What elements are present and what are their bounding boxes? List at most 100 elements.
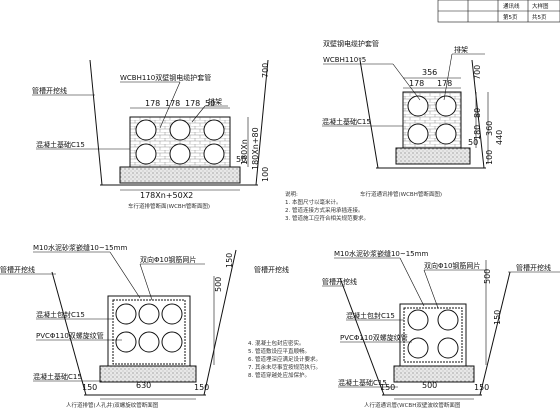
pipe-circle	[138, 331, 160, 353]
panel-bottom-right: 500 150 500 150 150 M10水泥砂浆嵌缝10~15mm 双向Φ…	[254, 249, 560, 409]
notes-line: 5. 管道敷设应平直顺畅。	[248, 347, 310, 355]
pipe-circle	[169, 119, 191, 141]
dim-label: 180Xn+80	[251, 127, 260, 170]
pipe-circle	[437, 337, 459, 359]
pipe-group	[407, 95, 457, 145]
pipe-group	[115, 303, 183, 353]
dim-label: 360	[485, 121, 494, 136]
pipe-circle	[138, 303, 160, 325]
label-mesh: 双向Φ10钢筋网片	[140, 255, 196, 264]
notes-line: 3. 管道施工应符合相关规范要求。	[285, 214, 369, 222]
title-block-cell: 通讯线	[503, 2, 520, 10]
label-concrete: 混凝土基础C15	[322, 117, 371, 126]
caption: 人行道排管(人孔井)双螺旋纹管断面图	[66, 401, 159, 409]
pipe-circle	[135, 119, 157, 141]
dim-label: 150	[380, 383, 395, 392]
label-trench-right: 管槽开挖线	[516, 263, 551, 272]
pipe-group	[407, 309, 459, 359]
label-trench: 管槽开挖线	[32, 86, 67, 95]
pipe-circle	[203, 143, 225, 165]
label-base: 混凝土基础C15	[338, 378, 387, 387]
pipe-circle	[435, 123, 457, 145]
label-base: 混凝土基础C15	[33, 372, 82, 381]
pipe-circle	[407, 123, 429, 145]
label-mesh: 双向Φ10钢筋网片	[424, 261, 480, 270]
label-pipe-spec: WCBH110*5	[323, 56, 366, 64]
label-pipe: 双壁钢电缆护套管	[323, 39, 379, 48]
pipe-circle	[161, 331, 183, 353]
notes: 说明: 1. 本图尺寸以毫米计。 2. 管道连接方式采用承插连接。 3. 管道施…	[248, 190, 369, 379]
dim-label: 80	[473, 108, 482, 118]
dim-label: 50	[236, 155, 246, 164]
label-mortar: M10水泥砂浆嵌缝10~15mm	[33, 243, 127, 252]
dim-label: 500	[422, 381, 437, 390]
caption: 车行道通讯排管(WCBH管断面图)	[360, 190, 442, 198]
pipe-circle	[169, 143, 191, 165]
pipe-circle	[407, 95, 429, 117]
label-trench-left: 管槽开挖线	[254, 265, 289, 274]
dim-label: 150	[82, 383, 97, 392]
dim-label: 50	[205, 99, 215, 108]
label-concrete: 混凝土基础C15	[36, 140, 85, 149]
pipe-circle	[115, 331, 137, 353]
dim-label: 356	[422, 68, 437, 77]
dim-label: 100	[485, 150, 494, 165]
title-block-cell: 第5页	[503, 13, 518, 21]
title-block-cell: 共5页	[532, 13, 547, 21]
dim-label: 700	[473, 65, 482, 80]
label-mortar: M10水泥砂浆嵌缝10~15mm	[334, 249, 428, 258]
panel-bottom-left: 500 150 630 150 150 M10水泥砂浆嵌缝10~15mm 双向Φ…	[0, 243, 237, 409]
dim-label: 178	[145, 99, 160, 108]
pipe-group	[135, 119, 225, 165]
caption: 车行道排管断面(WCBH管断面图)	[128, 202, 210, 210]
pipe-circle	[203, 119, 225, 141]
dim-label: 178	[437, 79, 452, 88]
dim-label: 150	[493, 310, 502, 325]
label-rack: 排架	[454, 45, 468, 54]
notes-line: 1. 本图尺寸以毫米计。	[285, 198, 342, 206]
pipe-circle	[437, 309, 459, 331]
dim-label: 150	[194, 383, 209, 392]
dim-label: 178	[185, 99, 200, 108]
dim-label: 178Xn+50X2	[140, 191, 193, 200]
label-pvc: PVCΦ110双螺旋纹管	[340, 333, 408, 342]
dim-label: 150	[225, 253, 234, 268]
label-trench: 管槽开挖线	[0, 265, 35, 274]
notes-line: 4. 混凝土包封应密实。	[248, 339, 305, 347]
dim-label: 150	[474, 383, 489, 392]
pipe-circle	[115, 303, 137, 325]
label-encase: 混凝土包封C15	[36, 310, 85, 319]
title-block: 通讯线 大样图 第5页 共5页	[437, 0, 560, 23]
dim-label: 180	[473, 125, 482, 140]
pipe-circle	[435, 95, 457, 117]
dim-label: 440	[495, 130, 504, 145]
dim-label: 630	[136, 381, 151, 390]
panel-top-right: 356 178 178 80 180 360 440 50 100 700 双壁…	[322, 39, 504, 198]
caption: 人行道通讯管(WCBH双壁波纹管断面图	[364, 401, 461, 409]
label-rack: 排架	[208, 97, 222, 106]
label-encase: 混凝土包封C15	[346, 311, 395, 320]
notes-line: 6. 管道埋深应满足设计要求。	[248, 355, 321, 363]
pipe-circle	[407, 309, 429, 331]
dim-label: 180Xn	[240, 139, 249, 165]
dim-label: 178	[409, 79, 424, 88]
notes-line: 7. 其余未尽事宜按规范执行。	[248, 363, 321, 371]
pipe-circle	[135, 143, 157, 165]
notes-heading: 说明:	[285, 190, 298, 198]
title-block-cell: 大样图	[532, 2, 549, 10]
notes-line: 8. 管道穿越处应加保护。	[248, 371, 310, 379]
dim-label: 500	[483, 269, 492, 284]
dim-label: 700	[261, 63, 270, 78]
dim-label: 178	[165, 99, 180, 108]
panel-top-left: 178 178 178 50 180Xn 180Xn+80 50 100 700…	[32, 59, 270, 210]
dim-label: 50	[468, 138, 478, 147]
pipe-circle	[161, 303, 183, 325]
notes-line: 2. 管道连接方式采用承插连接。	[285, 206, 364, 214]
label-pipe: WCBH110双壁钢电缆护套管	[120, 73, 211, 82]
dim-label: 100	[261, 167, 270, 182]
dim-label: 500	[214, 277, 223, 292]
label-pvc: PVCΦ110双螺旋纹管	[36, 331, 104, 340]
pipe-circle	[407, 337, 429, 359]
label-trench-left: 管槽开挖线	[322, 277, 357, 286]
